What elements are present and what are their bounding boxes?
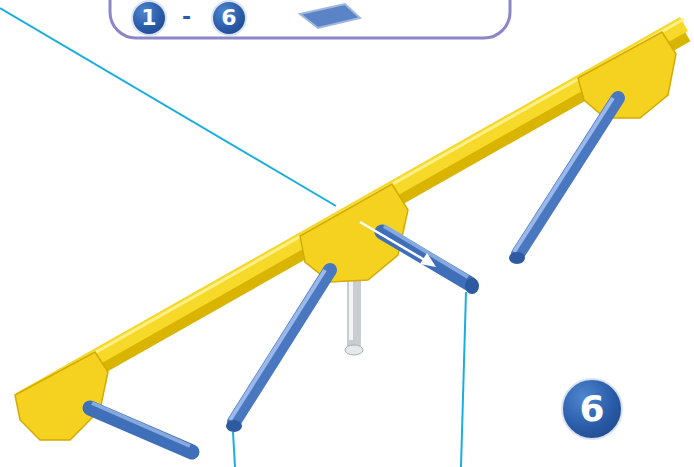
number-text: 6 [579,391,604,427]
leader-line [233,432,235,467]
leader-line [461,292,466,467]
arrow-head [420,253,436,267]
rod-end [345,345,363,355]
rod-end [226,420,242,432]
connector [578,32,676,118]
short-rod [90,408,192,452]
callout-number: 1 [131,0,167,36]
number-text: 6 [221,7,236,29]
number-text: 1 [141,7,156,29]
beam-highlight [22,19,684,394]
connectors [15,32,676,440]
callout-bubble [110,0,510,38]
direction-arrow [360,222,436,267]
connector [15,352,108,440]
rod-highlight [92,403,190,446]
rod-end [509,252,525,264]
beam-face [22,24,684,399]
piece-icon [300,4,360,28]
range-dash: - [182,4,191,29]
short-rod [382,232,470,284]
step-number: 6 [561,378,623,440]
blue-rods [90,98,618,452]
long-rod [518,98,618,254]
rod-end [465,278,479,294]
rod-highlight [514,98,613,252]
yellow-beam [22,19,684,405]
rod-highlight [384,226,468,277]
callout-number: 6 [211,0,247,36]
long-rod [234,270,330,422]
arrow-shaft [360,222,428,262]
leader-line [0,8,336,206]
rod-highlight [230,270,325,420]
